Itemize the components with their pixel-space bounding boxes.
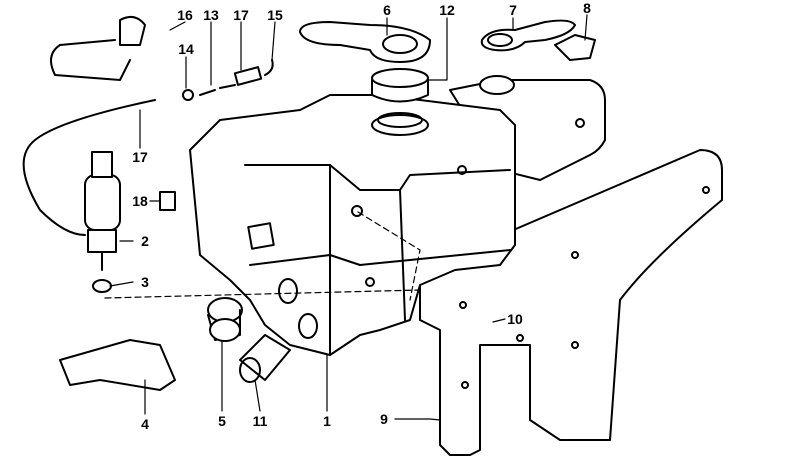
tank-part [189, 94, 516, 356]
callout-5: 5 [218, 413, 226, 429]
callout-3: 3 [141, 274, 149, 290]
callout-18: 18 [132, 193, 148, 209]
callout-8: 8 [583, 0, 591, 16]
callout-17b: 17 [132, 149, 148, 165]
callout-16: 16 [177, 7, 193, 23]
callout-12: 12 [439, 2, 455, 18]
callout-2: 2 [141, 233, 149, 249]
sensor-part [59, 339, 176, 391]
callout-4: 4 [141, 416, 149, 432]
rear-tank-part [449, 79, 606, 181]
callout-13: 13 [203, 7, 219, 23]
bellows-part [239, 334, 291, 381]
callout-10: 10 [507, 311, 523, 327]
nozzle-part [119, 15, 146, 46]
callout-11: 11 [252, 413, 268, 429]
hose-part [22, 99, 156, 236]
callout-14: 14 [178, 41, 194, 57]
callout-17: 17 [233, 7, 249, 23]
pump-part [84, 174, 121, 231]
callout-9: 9 [380, 411, 388, 427]
callout-7: 7 [509, 2, 517, 18]
cap-part-8 [554, 34, 596, 61]
seal-part-6 [299, 21, 431, 63]
bracket-part [419, 149, 723, 456]
callout-15: 15 [267, 7, 283, 23]
callout-6: 6 [383, 2, 391, 18]
callout-1: 1 [323, 413, 331, 429]
